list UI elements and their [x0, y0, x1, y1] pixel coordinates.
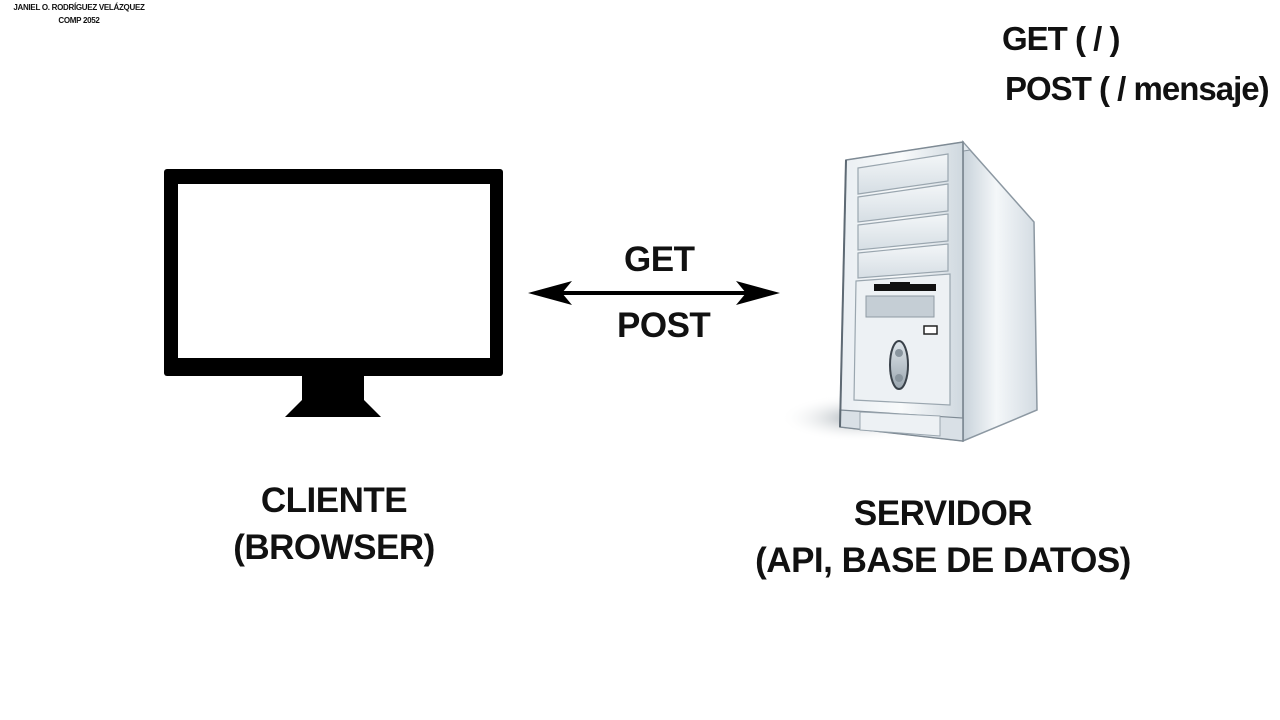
- server-title: SERVIDOR: [853, 494, 1033, 533]
- route-post: POST ( / mensaje): [1005, 70, 1270, 107]
- server-tower-icon: [780, 140, 1038, 443]
- bidirectional-arrow: [528, 281, 780, 305]
- course-code: COMP 2052: [58, 16, 100, 25]
- route-list: GET ( / ) POST ( / mensaje): [1000, 14, 1270, 114]
- arrow-label-get: GET: [624, 240, 695, 279]
- route-get: GET ( / ): [1002, 20, 1120, 57]
- monitor-icon: [164, 169, 503, 417]
- client-title: CLIENTE: [260, 481, 408, 520]
- server-subtitle: (API, BASE DE DATOS): [755, 541, 1131, 580]
- arrow-label-post: POST: [617, 306, 711, 345]
- client-caption: CLIENTE (BROWSER): [184, 477, 484, 571]
- client-subtitle: (BROWSER): [233, 528, 435, 567]
- author-name: JANIEL O. RODRÍGUEZ VELÁZQUEZ: [13, 3, 145, 12]
- author-credit: JANIEL O. RODRÍGUEZ VELÁZQUEZ COMP 2052: [0, 1, 158, 27]
- server-caption: SERVIDOR (API, BASE DE DATOS): [743, 490, 1143, 584]
